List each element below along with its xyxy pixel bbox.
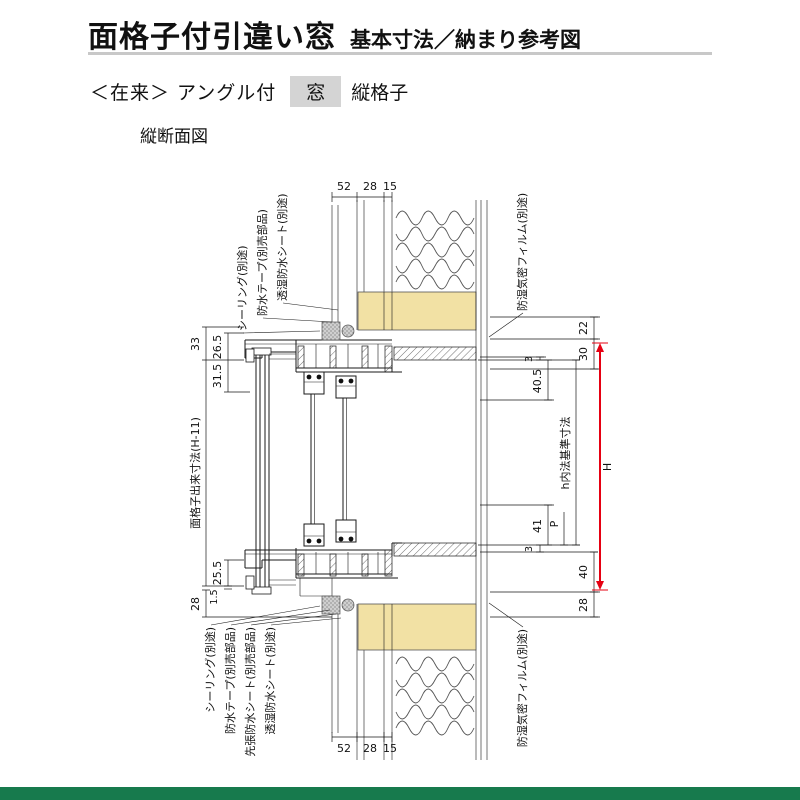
dim-left-26-5: 26.5 [211,335,224,360]
dim-bottom-28: 28 [363,742,377,755]
callout-breathable-sheet-top: 透湿防水シート(別途) [275,193,289,301]
dim-H-label: H [601,463,614,471]
dim-bottom-52: 52 [337,742,351,755]
interior-trim [393,346,477,557]
callout-vapor-film-bottom: 防湿気密フィルム(別途) [515,629,529,747]
callout-vapor-film-top: 防湿気密フィルム(別途) [515,193,529,311]
callout-breathable-sheet-bottom: 透湿防水シート(別途) [263,627,277,735]
section-title: 縦断面図 [140,127,208,147]
dim-chain-right: 22 30 3 40.5 h内法基準寸法 41 P 3 40 28 H [478,316,614,618]
variant-window-box: 窓 [290,76,342,107]
callout-sealing-top: シーリング(別途) [235,245,249,331]
variant-row: ＜在来＞ アングル付窓縦格子 [90,76,408,107]
sealant-top [321,321,355,341]
callout-pre-applied-sheet-bottom: 先張防水シート(別売部品) [243,627,257,757]
dim-left-33: 33 [189,337,202,351]
dim-left-28: 28 [189,597,202,611]
dim-right-41: 41 [531,519,544,533]
dim-chain-top: 52 28 15 [331,180,397,202]
dim-chain-left: 33 26.5 31.5 面格子出来寸法(H-11) 25.5 1.5 28 [188,326,332,618]
interior-angle-head [391,358,402,373]
wall-bottom [331,603,477,760]
dim-right-40: 40 [577,565,590,579]
dim-right-30: 30 [577,347,590,361]
sliding-sashes [303,371,357,547]
dim-left-25-5: 25.5 [211,561,224,586]
variant-suffix: 縦格子 [351,82,409,104]
sill-wood-block [357,603,477,651]
sealant-bottom [321,595,355,615]
footer-banner [0,787,800,800]
dim-left-31-5: 31.5 [211,364,224,389]
interior-wall-face [475,200,488,760]
wall-top [331,200,477,331]
callout-waterproof-tape-top: 防水テープ(別売部品) [255,209,269,316]
sill-frame [244,542,402,597]
page-title: 面格子付引違い窓 [88,20,336,55]
callouts-bottom: シーリング(別途) 防水テープ(別売部品) 先張防水シート(別売部品) 透湿防水… [203,602,529,757]
dim-left-1-5: 1.5 [209,589,220,604]
dim-right-40-5: 40.5 [531,369,544,394]
header-divider [88,52,712,55]
dim-top-28: 28 [363,180,377,193]
dim-grille-height: 面格子出来寸法(H-11) [188,417,202,529]
dim-right-22: 22 [577,321,590,335]
variant-prefix: ＜在来＞ アングル付 [90,82,277,104]
dim-top-52: 52 [337,180,351,193]
dim-inner-height-label: h内法基準寸法 [558,417,572,490]
dim-bottom-15: 15 [383,742,397,755]
dim-right-28: 28 [577,598,590,612]
page-subtitle: 基本寸法／納まり参考図 [350,28,581,52]
head-frame [244,339,402,373]
face-grille [245,347,296,595]
dim-right-3-bottom: 3 [524,546,535,552]
page-header: 面格子付引違い窓基本寸法／納まり参考図 [88,12,581,56]
callout-waterproof-tape-bottom: 防水テープ(別売部品) [223,627,237,734]
lintel-wood-block [357,291,477,331]
dim-right-P: P [548,520,561,527]
dim-chain-bottom: 52 28 15 [331,732,397,755]
dim-top-15: 15 [383,180,397,193]
callout-sealing-bottom: シーリング(別途) [203,627,217,713]
callouts-top: シーリング(別途) 防水テープ(別売部品) 透湿防水シート(別途) 防湿気密フィ… [235,193,529,338]
dim-right-3-top: 3 [524,356,535,362]
